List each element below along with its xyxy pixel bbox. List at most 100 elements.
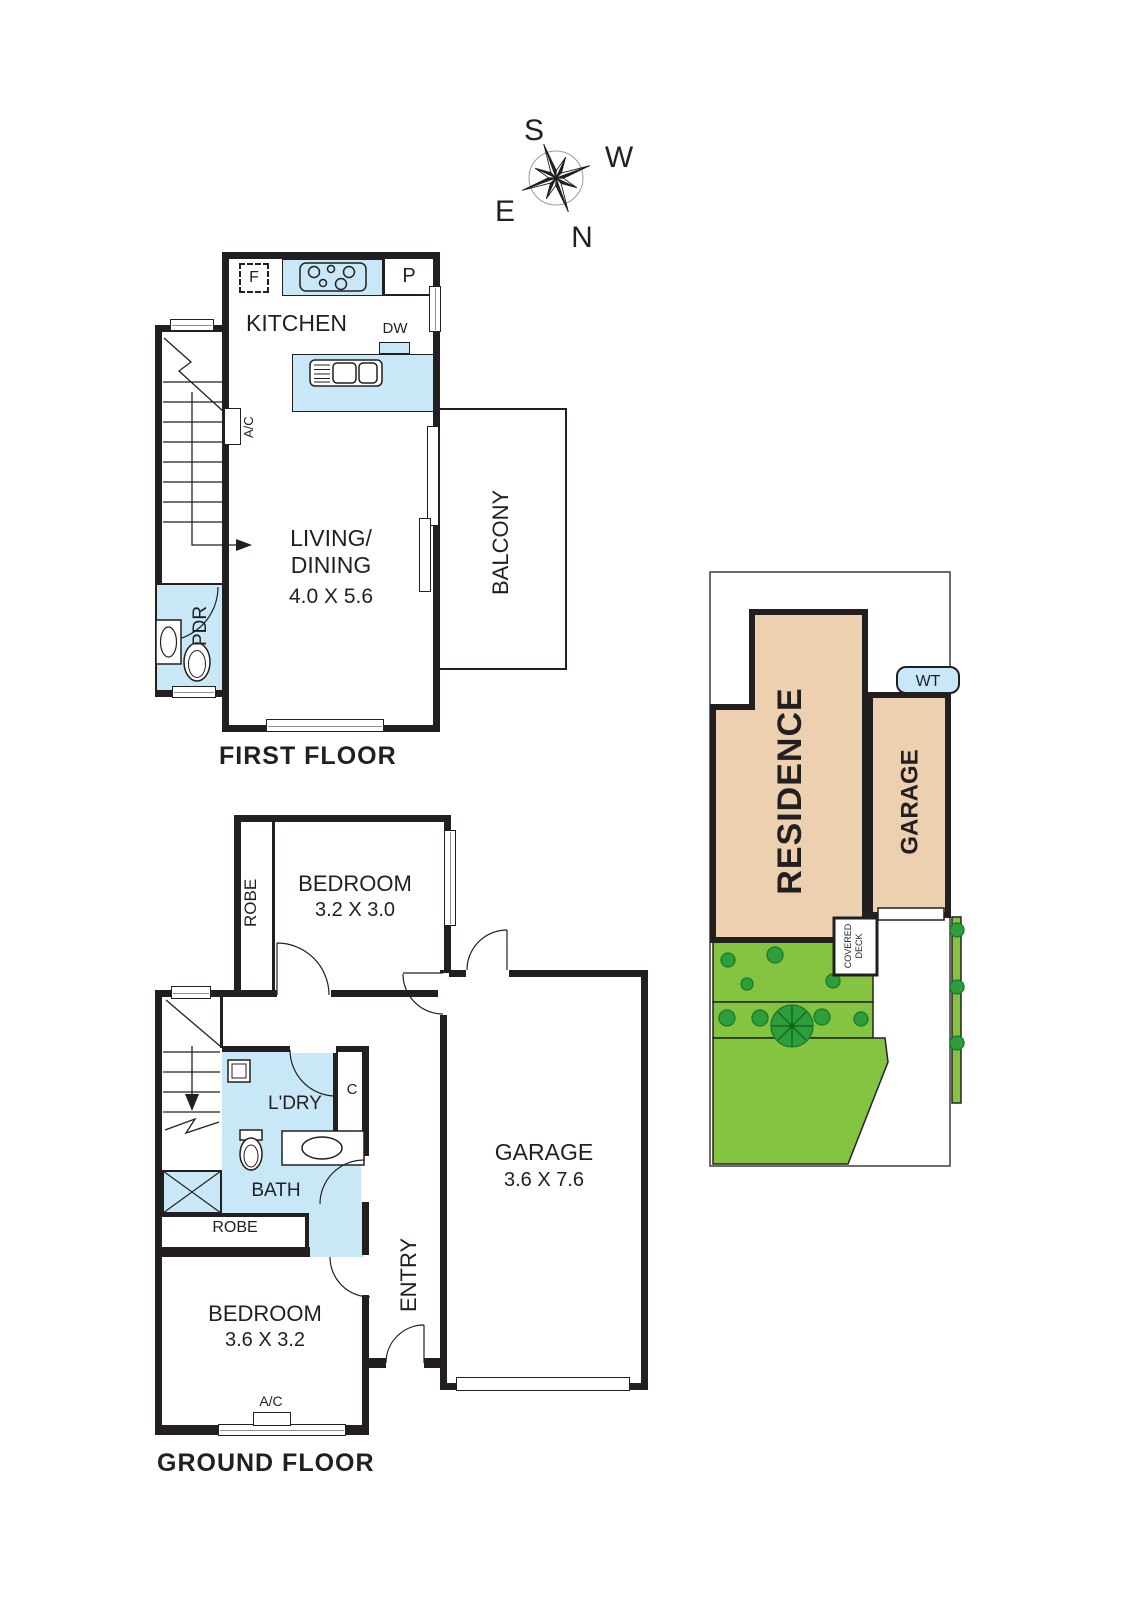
garden-tree	[770, 1004, 814, 1048]
first-floor-details	[155, 262, 383, 682]
stairs-right-wall	[220, 997, 223, 1048]
garage-side-door-gap	[438, 973, 449, 1015]
site-residence-label: RESIDENCE	[771, 687, 809, 894]
bath-vanity	[281, 1130, 365, 1166]
door-arcs-ground	[276, 929, 508, 1364]
water-tank	[896, 666, 960, 694]
bedroom2-door-arc	[329, 1256, 371, 1298]
lawn-lower	[712, 1037, 889, 1165]
living-dining-label-1: LIVING/	[290, 525, 372, 551]
fridge-space: F	[239, 263, 269, 293]
bath-door-arc	[319, 1159, 365, 1205]
garage-dims: 3.6 X 7.6	[503, 1169, 585, 1191]
bedroom1-block	[234, 815, 451, 997]
garden-shrubs	[718, 922, 965, 1051]
ground-floor-title: GROUND FLOOR	[157, 1449, 375, 1477]
ac-unit-bedroom2	[253, 1412, 291, 1426]
bath-door-gap	[361, 1156, 370, 1202]
first-floor-title: FIRST FLOOR	[219, 742, 397, 770]
window-stairs-first	[170, 319, 214, 331]
pdr-label: PDR	[190, 605, 211, 647]
robe1-divider-wall	[272, 820, 275, 992]
balcony-slider-2	[419, 518, 431, 592]
site-garage-label: GARAGE	[896, 749, 923, 854]
bath-toilet	[239, 1129, 263, 1171]
window-kitchen-east	[429, 286, 441, 332]
laundry-label: L'DRY	[268, 1093, 322, 1114]
window-stairs-ground	[171, 986, 211, 999]
site-residence-footprint	[710, 609, 868, 943]
bath-label: BATH	[251, 1180, 301, 1201]
laundry-door-gap	[290, 1043, 336, 1053]
dishwasher-box	[379, 342, 410, 354]
pdr-toilet	[183, 642, 211, 682]
ac-unit-first-floor	[224, 408, 241, 445]
robe2-label: ROBE	[212, 1219, 258, 1236]
hall-left-wall	[362, 1046, 369, 1255]
site-garage-door	[877, 907, 945, 921]
laundry-cupboard-divider	[333, 1051, 338, 1133]
garage-door-panel	[456, 1377, 630, 1391]
site-plan: WT RESIDENCE GARAGE COVERED DECK	[709, 571, 965, 1167]
front-door-arc	[385, 1324, 425, 1364]
window-bedroom1	[444, 830, 456, 926]
balcony-slider-1	[427, 426, 439, 526]
garage-label: GARAGE	[494, 1139, 594, 1165]
garage-back-door-arc	[466, 929, 508, 971]
pantry: P	[383, 259, 433, 296]
balcony-label: BALCONY	[488, 489, 513, 595]
bedroom1-dims: 3.2 X 3.0	[314, 899, 396, 921]
garage-back-door-gap	[466, 966, 509, 978]
compass-label-west: W	[605, 141, 634, 174]
bedroom2-label: BEDROOM	[208, 1301, 322, 1326]
bedroom2-dims: 3.6 X 3.2	[224, 1329, 306, 1351]
window-pdr	[172, 686, 216, 698]
cooktop-icon	[299, 262, 367, 292]
sink-icon	[309, 359, 383, 387]
robe1-label: ROBE	[241, 878, 260, 928]
pantry-label: P	[402, 265, 416, 287]
stairs-ground-floor	[163, 999, 221, 1135]
living-dining-dims: 4.0 X 5.6	[288, 585, 374, 608]
bedroom2-top-wall	[155, 1247, 310, 1257]
site-garage-footprint	[867, 692, 951, 918]
robe2-end-wall	[305, 1213, 309, 1251]
bedroom1-door-arc	[276, 942, 330, 996]
left-outer-wall	[155, 990, 162, 1433]
hall-to-bedroom	[308, 1217, 364, 1257]
garage-side-door-arc	[402, 972, 444, 1015]
bedroom1-door-gap	[277, 987, 331, 999]
ac-label-first: A/C	[241, 416, 256, 438]
bedroom1-label: BEDROOM	[298, 871, 412, 896]
compass-label-east: E	[495, 195, 515, 228]
site-covered-deck	[832, 916, 879, 977]
window-living-south	[266, 719, 384, 732]
shower-cross	[162, 1170, 222, 1214]
covered-deck-line1: COVERED	[843, 923, 853, 968]
covered-deck-line2: DECK	[854, 933, 864, 958]
stairs-arrow-head	[236, 539, 252, 551]
pdr-fixtures	[155, 586, 219, 682]
cupboard-label: C	[346, 1081, 358, 1098]
ground-floor-details	[162, 929, 508, 1364]
covered-deck-label: COVERED DECK	[843, 923, 864, 968]
laundry-door-arc	[289, 1049, 337, 1097]
stairs-first-floor	[163, 337, 252, 551]
front-wall-right	[424, 1358, 447, 1368]
entry-label: ENTRY	[396, 1237, 421, 1313]
robe2-top-wall	[162, 1213, 309, 1217]
ac-label-bedroom2: A/C	[259, 1393, 283, 1409]
laundry-trough	[227, 1059, 251, 1083]
fridge-label: F	[249, 269, 259, 286]
kitchen-label: KITCHEN	[246, 310, 347, 336]
front-wall-left	[362, 1358, 386, 1368]
living-dining-label-2: DINING	[290, 552, 372, 578]
stairs-down-arrow	[185, 1094, 199, 1111]
water-tank-label: WT	[916, 673, 941, 690]
lawn-side-strip	[951, 916, 962, 1104]
dishwasher-label: DW	[382, 320, 408, 337]
compass-label-south: S	[524, 114, 544, 147]
compass-label-north: N	[571, 221, 593, 254]
compass-star-light	[522, 144, 590, 212]
